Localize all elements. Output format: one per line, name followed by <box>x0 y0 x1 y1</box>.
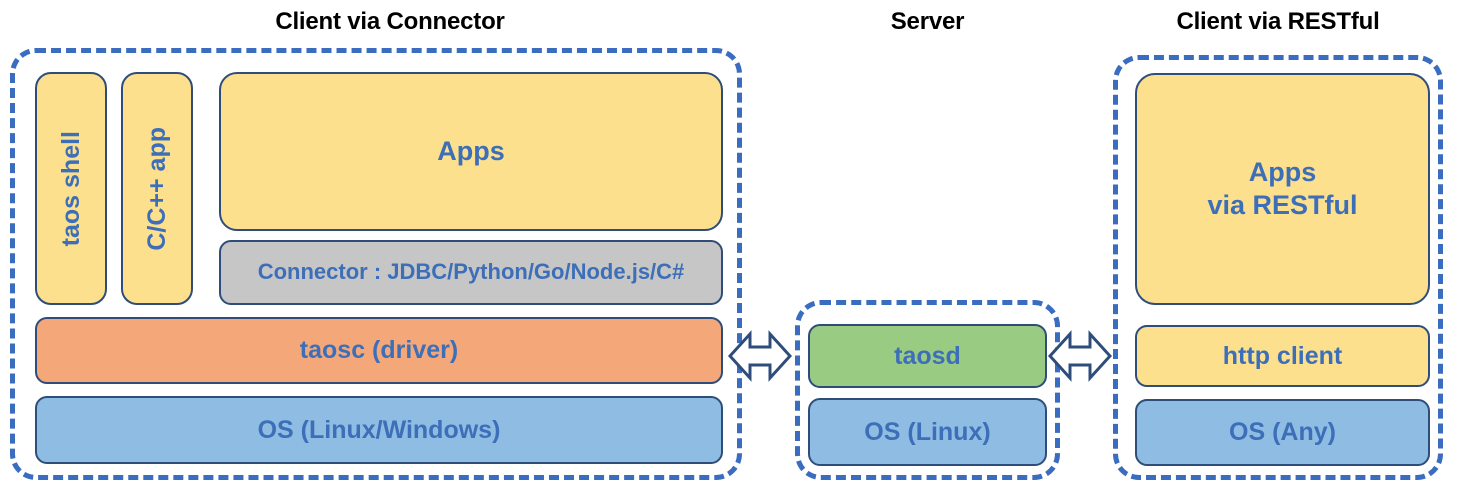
block-taosd: taosd <box>808 324 1047 388</box>
block-apps-via-restful-line1: Apps <box>1248 157 1317 188</box>
block-taosc-driver-label: taosc (driver) <box>299 336 459 365</box>
block-taosc-driver: taosc (driver) <box>35 317 723 384</box>
block-connector-libraries-label: Connector : JDBC/Python/Go/Node.js/C# <box>257 259 685 285</box>
block-connector-libraries: Connector : JDBC/Python/Go/Node.js/C# <box>219 240 723 305</box>
section-title-client-via-restful: Client via RESTful <box>1176 8 1380 35</box>
double-headed-arrow-icon-left <box>728 325 792 387</box>
block-http-client-label: http client <box>1222 341 1343 370</box>
block-apps-via-restful-label: Apps via RESTful <box>1207 156 1357 222</box>
block-os-linux-windows: OS (Linux/Windows) <box>35 396 723 464</box>
block-os-linux-windows-label: OS (Linux/Windows) <box>257 415 501 444</box>
group-client-via-restful <box>1113 55 1443 480</box>
block-apps-via-restful: Apps via RESTful <box>1135 73 1430 305</box>
group-server <box>795 300 1060 480</box>
block-apps: Apps <box>219 72 723 231</box>
block-os-any: OS (Any) <box>1135 399 1430 466</box>
block-taosd-label: taosd <box>894 341 961 370</box>
block-apps-via-restful-line2: via RESTful <box>1207 190 1358 220</box>
block-c-cpp-app: C/C++ app <box>121 72 193 305</box>
block-os-any-label: OS (Any) <box>1229 418 1336 447</box>
block-apps-label: Apps <box>437 136 505 167</box>
block-http-client: http client <box>1135 325 1430 387</box>
block-taos-shell: taos shell <box>35 72 107 305</box>
block-os-linux: OS (Linux) <box>808 398 1047 466</box>
block-os-linux-label: OS (Linux) <box>864 417 991 446</box>
block-taos-shell-label: taos shell <box>56 130 85 247</box>
group-client-via-connector <box>10 48 742 480</box>
section-title-client-via-connector: Client via Connector <box>275 8 505 35</box>
section-title-server: Server <box>890 8 965 35</box>
double-headed-arrow-icon-right <box>1048 325 1112 387</box>
block-c-cpp-app-label: C/C++ app <box>142 126 171 251</box>
